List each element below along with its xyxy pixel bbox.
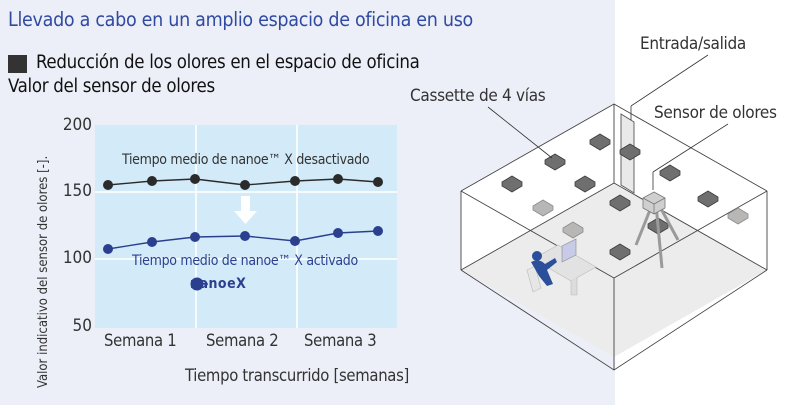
down-arrow-icon [234,196,257,224]
series-on-label: Tiempo medio de nanoe™ X activado [132,253,358,269]
entrance-label: Entrada/salida [640,34,746,54]
plot-area [95,125,397,328]
office-worker-desk-icon [526,238,597,296]
ytick-100: 100 [62,248,92,268]
series-off-line [103,174,383,190]
section-title: Reducción de los olores en el espacio de… [36,52,420,73]
xtick-week2: Semana 2 [206,331,279,350]
xtick-week3: Semana 3 [304,331,377,350]
office-room-illustration [460,103,768,371]
series-on-line [103,226,383,254]
xtick-week1: Semana 1 [104,331,177,350]
nanoex-logo-text: nanoeX [190,276,247,292]
sensor-label: Sensor de olores [654,103,777,123]
callout-leaders [487,54,729,190]
x-axis-label: Tiempo transcurrido [semanas] [185,366,410,385]
cassette-label: Cassette de 4 vías [410,86,546,106]
cassette-units [501,133,749,261]
square-bullet-icon [8,55,27,73]
nanoex-logo-icon [190,277,208,291]
ytick-200: 200 [62,115,92,135]
ytick-50: 50 [72,316,92,336]
gridlines [95,125,397,328]
chart-subtitle: Valor del sensor de olores [8,76,215,97]
odor-sensor-icon [634,191,680,269]
series-off-label: Tiempo medio de nanoe™ X desactivado [122,152,370,168]
ytick-150: 150 [62,181,92,201]
page-headline: Llevado a cabo en un amplio espacio de o… [8,8,473,31]
